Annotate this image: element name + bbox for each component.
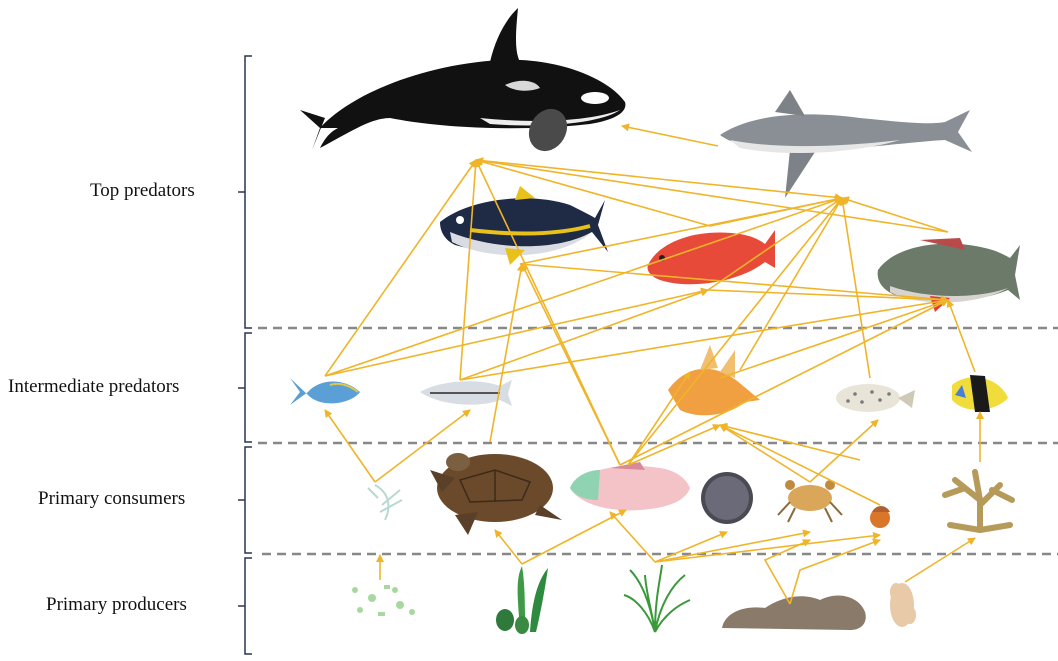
tuna-illustration [440,186,608,265]
sea-turtle-illustration [430,453,562,535]
blue-fish-illustration [290,378,360,405]
red-algae-illustration [890,583,916,627]
bracket-primary-consumers [245,447,252,553]
level-dividers [258,328,1058,554]
pufferfish-illustration [836,384,915,412]
level-label-primary-consumers: Primary consumers [38,488,185,510]
seagrass-illustration [496,566,548,634]
algae-illustration [624,565,690,632]
level-label-intermediate-predators: Intermediate predators [8,376,179,398]
level-label-top-predators: Top predators [90,180,195,202]
phytoplankton-illustration [352,585,415,616]
bracket-intermediate [245,333,252,442]
crab-illustration [778,480,842,522]
bracket-top [245,56,252,328]
shark-illustration [720,90,972,198]
hermit-crab-illustration [870,506,890,528]
level-label-primary-producers: Primary producers [46,594,187,616]
parrotfish-illustration [570,462,690,510]
butterflyfish-illustration [952,375,1008,412]
shrimp-illustration [368,485,402,520]
sea-urchin-illustration [701,472,753,524]
sediment-illustration [722,596,866,630]
level-brackets [238,56,252,654]
hogfish-illustration [668,345,760,415]
coral-illustration [945,472,1012,530]
orca-illustration [300,8,625,158]
bracket-primary-producers [245,558,252,654]
feeding-links [325,126,980,604]
